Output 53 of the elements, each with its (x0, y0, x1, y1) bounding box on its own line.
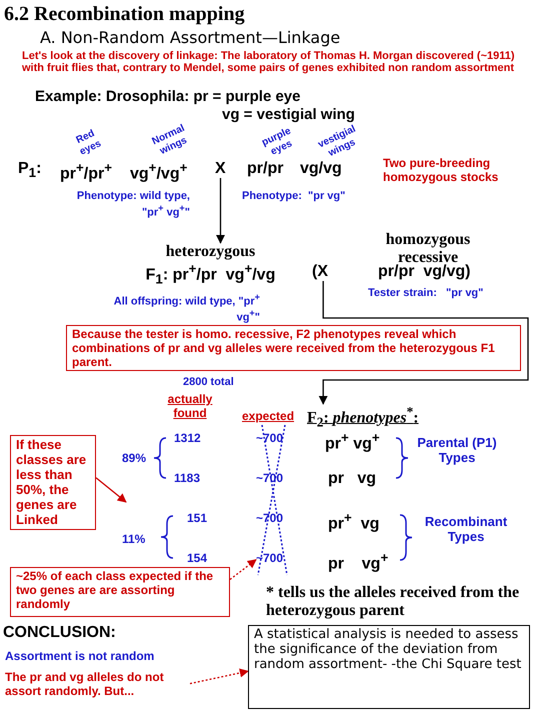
column-heading: actually found (166, 393, 214, 421)
phenotype-note: Phenotype: "pr vg" (242, 190, 346, 203)
count: 151 (187, 512, 208, 526)
column-heading: expected (242, 410, 294, 424)
phenotype: pr$^{+}$ vg$^{+}$ (325, 430, 380, 454)
count: ~700 (256, 432, 284, 446)
phenotype-note: All offspring: wild type, "pr$^{+}$ vg$^{+}$" (112, 292, 260, 325)
leader-line (230, 559, 257, 580)
arrow (318, 281, 529, 405)
phenotype: pr$^{+}$ vg (328, 510, 380, 534)
leader-line (190, 668, 249, 684)
annotation: Red eyes (74, 127, 104, 160)
phenotype-note: Tester strain: "pr vg" (368, 287, 484, 300)
footnote: * tells us the alleles received from the heterozygous parent (266, 584, 520, 621)
phenotype-heading: F$_{2}$: phenotypes$^{*}$: (307, 404, 419, 430)
conclusion-text: Assortment is not random (5, 650, 154, 664)
leader-line (96, 477, 127, 503)
note: Two pure-breeding homozygous stocks (383, 157, 500, 185)
percentage: 11% (122, 533, 146, 547)
subheading: A. Non-Random Assortment—Linkage (40, 29, 340, 48)
genotype: pr/pr (247, 160, 284, 178)
count: 154 (187, 552, 208, 566)
generation-label: P$_{1}$: (18, 160, 42, 180)
note-box: A statistical analysis is needed to assess the significance of the deviation from random assortment- -the Chi Square test (248, 625, 530, 709)
note-box: ~25% of each class expected if the two genes are are assorting randomly (10, 567, 230, 617)
note-box: If these classes are less than 50%, the genes are Linked (10, 435, 96, 530)
genotype: F$_{1}$: pr$^{+}$/pr vg$^{+}$/vg (146, 261, 276, 288)
percentage: 89% (122, 452, 146, 466)
phenotype-note: Phenotype: wild type, "pr$^{+}$ vg$^{+}$" (76, 190, 190, 219)
class-label: Parental (P1) Types (416, 436, 498, 466)
conclusion-heading: CONCLUSION: (3, 624, 116, 642)
cross-sign: (X (312, 263, 328, 282)
genotype: vg$^{+}$/vg$^{+}$ (130, 160, 188, 184)
count: 1183 (174, 472, 200, 486)
conclusion-text: The pr and vg alleles do not assort randomly. But... (5, 671, 190, 699)
intro-paragraph: Let's look at the discovery of linkage: The laboratory of Thomas H. Morgan discovered (~1911) with fruit flies that, contrary to Mendel, some pairs of genes exhibited non random assortment (22, 50, 516, 74)
count: ~700 (256, 552, 284, 566)
genotype-heading: heterozygous (166, 243, 256, 262)
phenotype: pr vg (328, 470, 376, 488)
example-text: Example: Drosophila: pr = purple eye (35, 88, 300, 106)
total-count: 2800 total (183, 376, 234, 389)
class-label: Recombinant Types (424, 515, 508, 545)
cross-sign: X (215, 160, 226, 178)
note-box: Because the tester is homo. recessive, F2 phenotypes reveal which combinations of pr and vg alleles were received from the heterozygous F1 parent. (66, 325, 521, 371)
genotype: pr$^{+}$/pr$^{+}$ (60, 160, 112, 184)
arrow (216, 178, 226, 244)
example-text: vg = vestigial wing (222, 106, 355, 124)
genotype: pr/pr vg/vg) (378, 263, 470, 282)
title: 6.2 Recombination mapping (4, 3, 245, 26)
phenotype: pr vg$^{+}$ (328, 550, 388, 574)
count: 1312 (174, 432, 201, 446)
count: ~700 (256, 512, 284, 526)
genotype: vg/vg (300, 160, 342, 178)
